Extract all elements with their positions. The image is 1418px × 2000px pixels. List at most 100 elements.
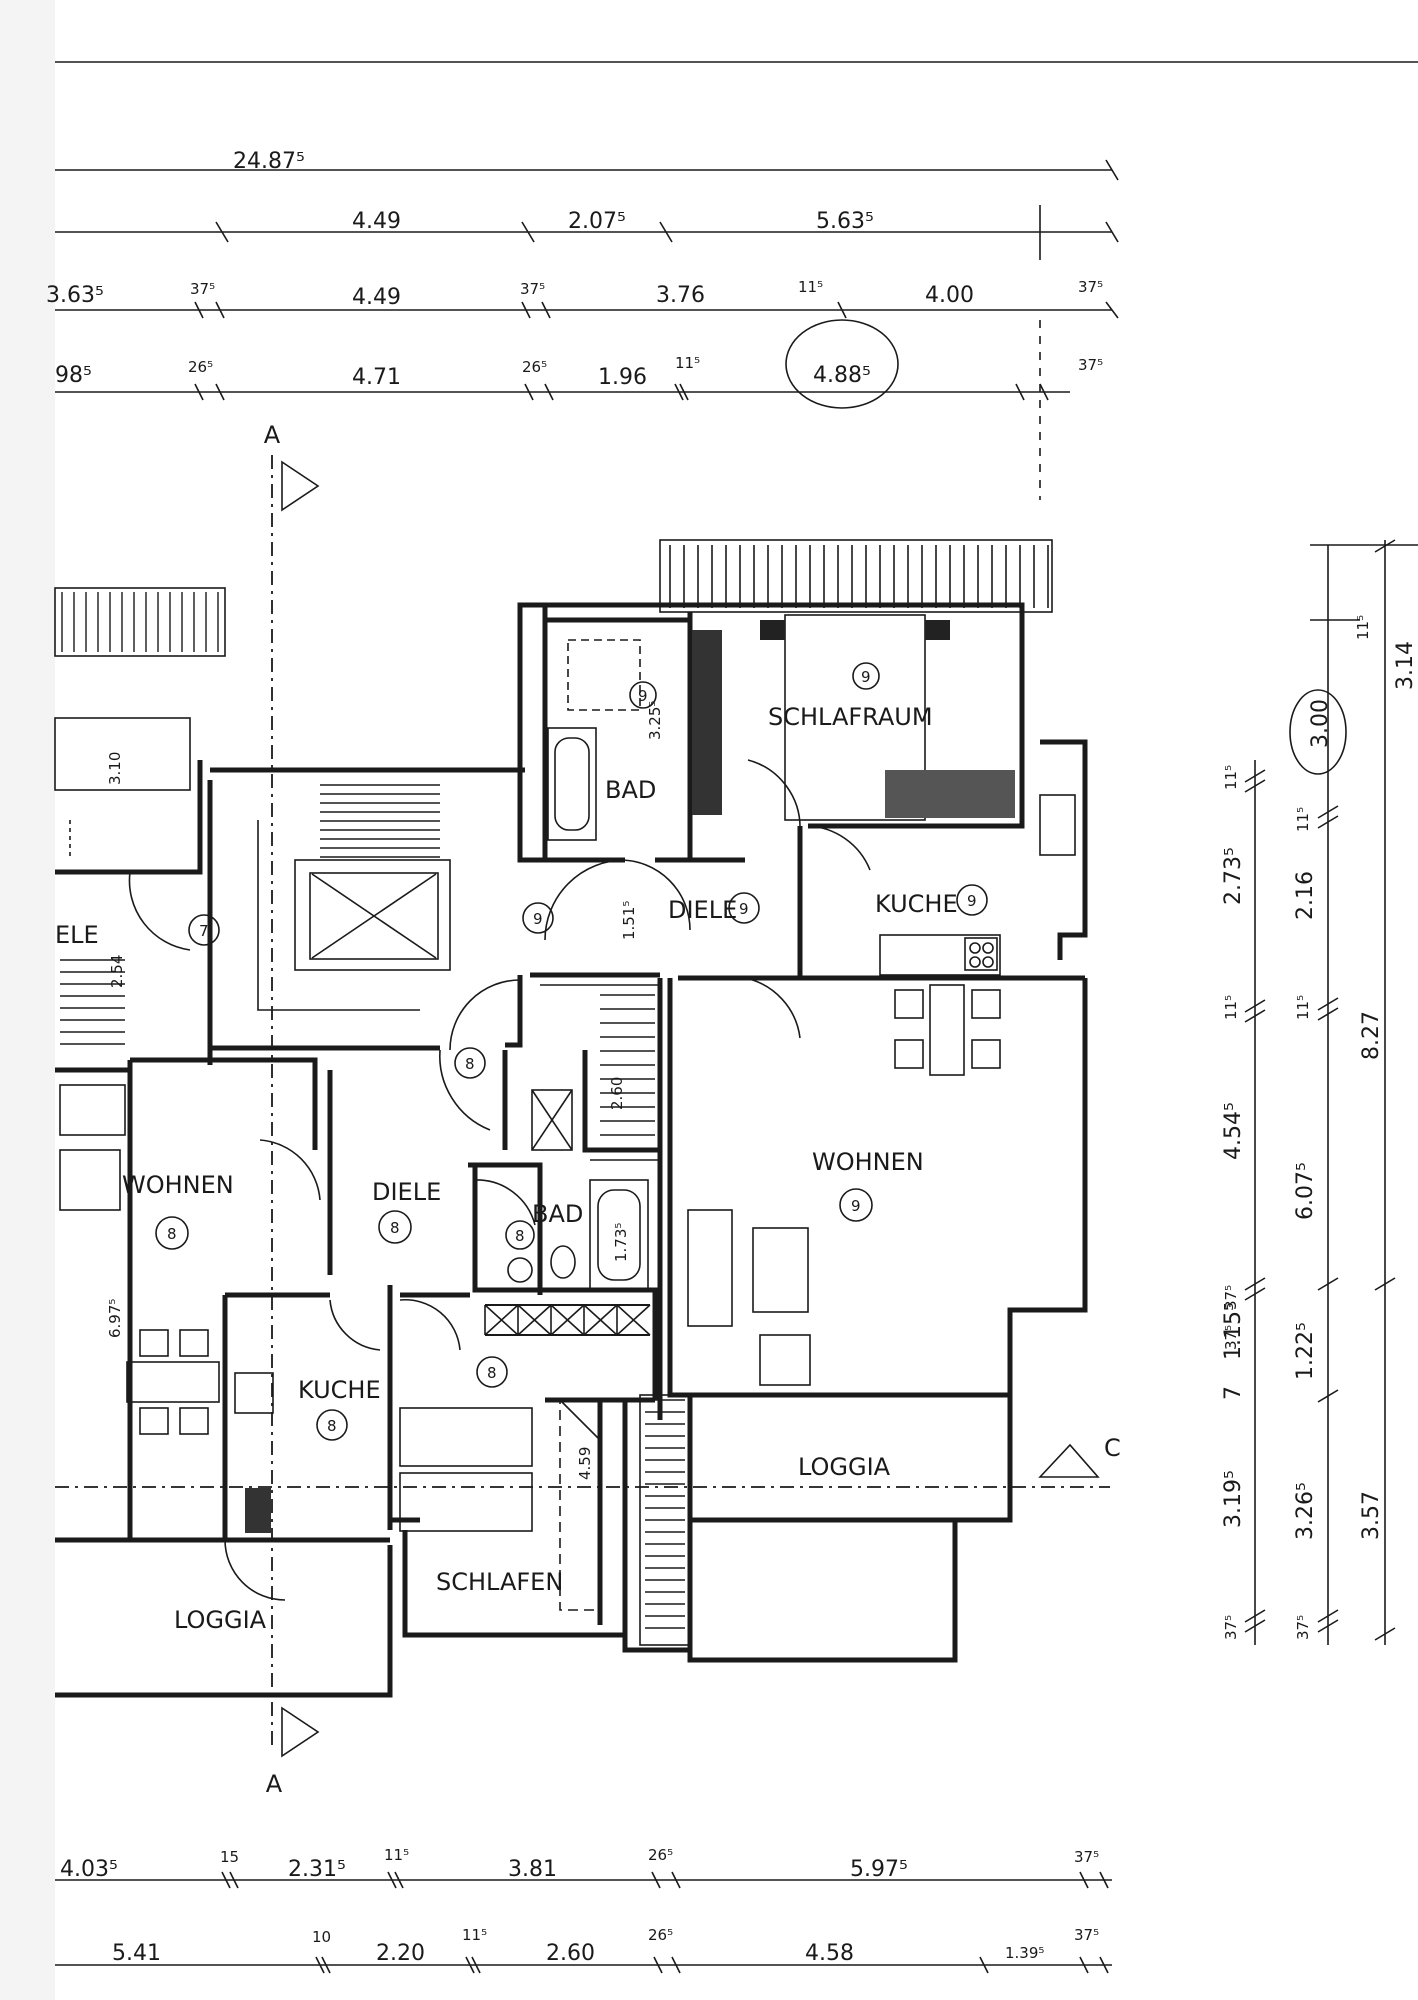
svg-text:37⁵: 37⁵ [1222, 1325, 1240, 1350]
bed [885, 770, 1015, 818]
dim-top-row1: 4.49 [352, 209, 401, 234]
label-stair8-no: 8 [465, 1055, 475, 1073]
dim-top-row2: 37⁵ [190, 280, 215, 298]
bathtub [589, 1179, 649, 1291]
svg-text:3.25⁵: 3.25⁵ [646, 701, 664, 740]
svg-text:11⁵: 11⁵ [1222, 995, 1240, 1020]
svg-text:6.97⁵: 6.97⁵ [106, 1299, 124, 1338]
svg-text:4.03⁵: 4.03⁵ [60, 1857, 118, 1882]
label-diele8-no: 8 [390, 1219, 400, 1237]
svg-text:10: 10 [312, 1928, 331, 1946]
dining-table [126, 1361, 220, 1403]
svg-text:4.54⁵: 4.54⁵ [1221, 1102, 1246, 1160]
bed [399, 1472, 533, 1532]
label-diele-left: ELE [55, 921, 99, 949]
svg-text:3.14: 3.14 [1393, 641, 1418, 690]
dim-top-row2: 37⁵ [1078, 278, 1103, 296]
right-dimension-columns: 11⁵ 2.73⁵ 11⁵ 4.54⁵ 37⁵ 1.15⁵ 37⁵ 7 3.19… [1221, 539, 1418, 1645]
dim-top-row3: 26⁵ [188, 358, 213, 376]
label-wohnen9: WOHNEN [812, 1148, 924, 1176]
label-bad9-no: 9 [638, 687, 648, 705]
door-swings [128, 759, 871, 1601]
svg-text:11⁵: 11⁵ [1294, 995, 1312, 1020]
bed-outline [784, 614, 926, 821]
label-diele9-no: 9 [739, 900, 749, 918]
svg-text:3.10: 3.10 [106, 752, 124, 785]
label-landing7-no: 7 [199, 922, 209, 940]
bed [399, 1407, 533, 1467]
hatch-line [583, 1304, 618, 1336]
svg-text:6.07⁵: 6.07⁵ [1293, 1162, 1318, 1220]
label-loggia9: LOGGIA [798, 1453, 891, 1481]
svg-text:2.73⁵: 2.73⁵ [1221, 847, 1246, 905]
circled-annotation [785, 319, 899, 409]
label-schlafen8-no: 8 [487, 1364, 497, 1382]
svg-text:5.41: 5.41 [112, 1941, 161, 1966]
dim-top-total: 24.87⁵ [233, 149, 305, 174]
shaft [531, 1089, 573, 1151]
label-schlafraum: SCHLAFRAUM [768, 703, 933, 731]
interior-dimensions: 3.25⁵ 1.51⁵ 2.54 6.97⁵ 2.60 1.73⁵ 4.59 3… [106, 701, 664, 1480]
bathtub [547, 727, 597, 841]
armchair [759, 1334, 811, 1386]
loggia-railing [645, 1399, 685, 1629]
svg-text:4.59: 4.59 [576, 1447, 594, 1480]
hatch-line [616, 1304, 651, 1336]
svg-text:15: 15 [220, 1848, 239, 1866]
label-stair9-no: 9 [533, 910, 543, 928]
dim-top-row3: 4.71 [352, 365, 401, 390]
svg-text:1.51⁵: 1.51⁵ [620, 901, 638, 940]
scan-edge [0, 0, 55, 2000]
coffee-table [752, 1227, 809, 1313]
svg-text:3.19⁵: 3.19⁵ [1221, 1470, 1246, 1528]
svg-text:7: 7 [1221, 1386, 1246, 1400]
svg-text:37⁵: 37⁵ [1222, 1285, 1240, 1310]
top-dimension-chains: 24.87⁵ 4.49 2.07⁵ 5.63⁵ 3.63⁵ 37⁵ 4.49 3… [46, 149, 1119, 500]
dim-top-row2: 37⁵ [520, 280, 545, 298]
top-balcony-railing [54, 539, 1053, 657]
svg-text:3.57: 3.57 [1359, 1491, 1384, 1540]
label-wohnen9-no: 9 [851, 1197, 861, 1215]
svg-text:11⁵: 11⁵ [384, 1846, 409, 1864]
dim-top-row3: 4.88⁵ [813, 363, 871, 388]
label-diele8: DIELE [372, 1178, 441, 1206]
section-line-a: A A [264, 421, 320, 1798]
svg-text:37⁵: 37⁵ [1074, 1926, 1099, 1944]
stair-core [257, 784, 661, 1161]
section-mark-a-bottom: A [266, 1770, 283, 1798]
dim-top-row2: 3.63⁵ [46, 283, 104, 308]
label-bad9: BAD [605, 776, 656, 804]
label-bad8-no: 8 [515, 1227, 525, 1245]
dim-top-row1: 2.07⁵ [568, 209, 626, 234]
label-wohnen8-no: 8 [167, 1225, 177, 1243]
svg-text:1.15⁵: 1.15⁵ [1221, 1302, 1246, 1360]
bottom-dimension-chains: 4.03⁵ 15 2.31⁵ 11⁵ 3.81 26⁵ 5.97⁵ 37⁵ 5.… [55, 1846, 1112, 1974]
dim-top-row3: 98⁵ [55, 363, 92, 388]
svg-text:2.60: 2.60 [546, 1941, 595, 1966]
svg-text:11⁵: 11⁵ [1354, 615, 1372, 640]
svg-text:26⁵: 26⁵ [648, 1926, 673, 1944]
dim-top-row2: 11⁵ [798, 278, 823, 296]
label-bad8: BAD [532, 1200, 583, 1228]
svg-text:11⁵: 11⁵ [1222, 765, 1240, 790]
hatch-line [484, 1304, 519, 1336]
dim-top-row2: 4.00 [925, 283, 974, 308]
svg-text:26⁵: 26⁵ [648, 1846, 673, 1864]
label-schlafen8: SCHLAFEN [436, 1568, 563, 1596]
section-line-c: C [55, 1434, 1121, 1488]
label-kuche9-no: 9 [967, 892, 977, 910]
label-kuche8: KUCHE [298, 1376, 381, 1404]
dim-top-row1: 5.63⁵ [816, 209, 874, 234]
dim-top-row3: 26⁵ [522, 358, 547, 376]
room-labels: SCHLAFRAUM 9 BAD 9 DIELE 9 KUCHE 9 WOHNE… [55, 662, 988, 1634]
svg-text:1.22⁵: 1.22⁵ [1293, 1322, 1318, 1380]
svg-text:8.27: 8.27 [1359, 1011, 1384, 1060]
section-mark-c: C [1104, 1434, 1121, 1462]
dim-top-row2: 4.49 [352, 285, 401, 310]
svg-text:11⁵: 11⁵ [1294, 807, 1312, 832]
hatch-line [517, 1304, 552, 1336]
svg-text:5.97⁵: 5.97⁵ [850, 1857, 908, 1882]
svg-text:2.20: 2.20 [376, 1941, 425, 1966]
svg-text:2.31⁵: 2.31⁵ [288, 1857, 346, 1882]
